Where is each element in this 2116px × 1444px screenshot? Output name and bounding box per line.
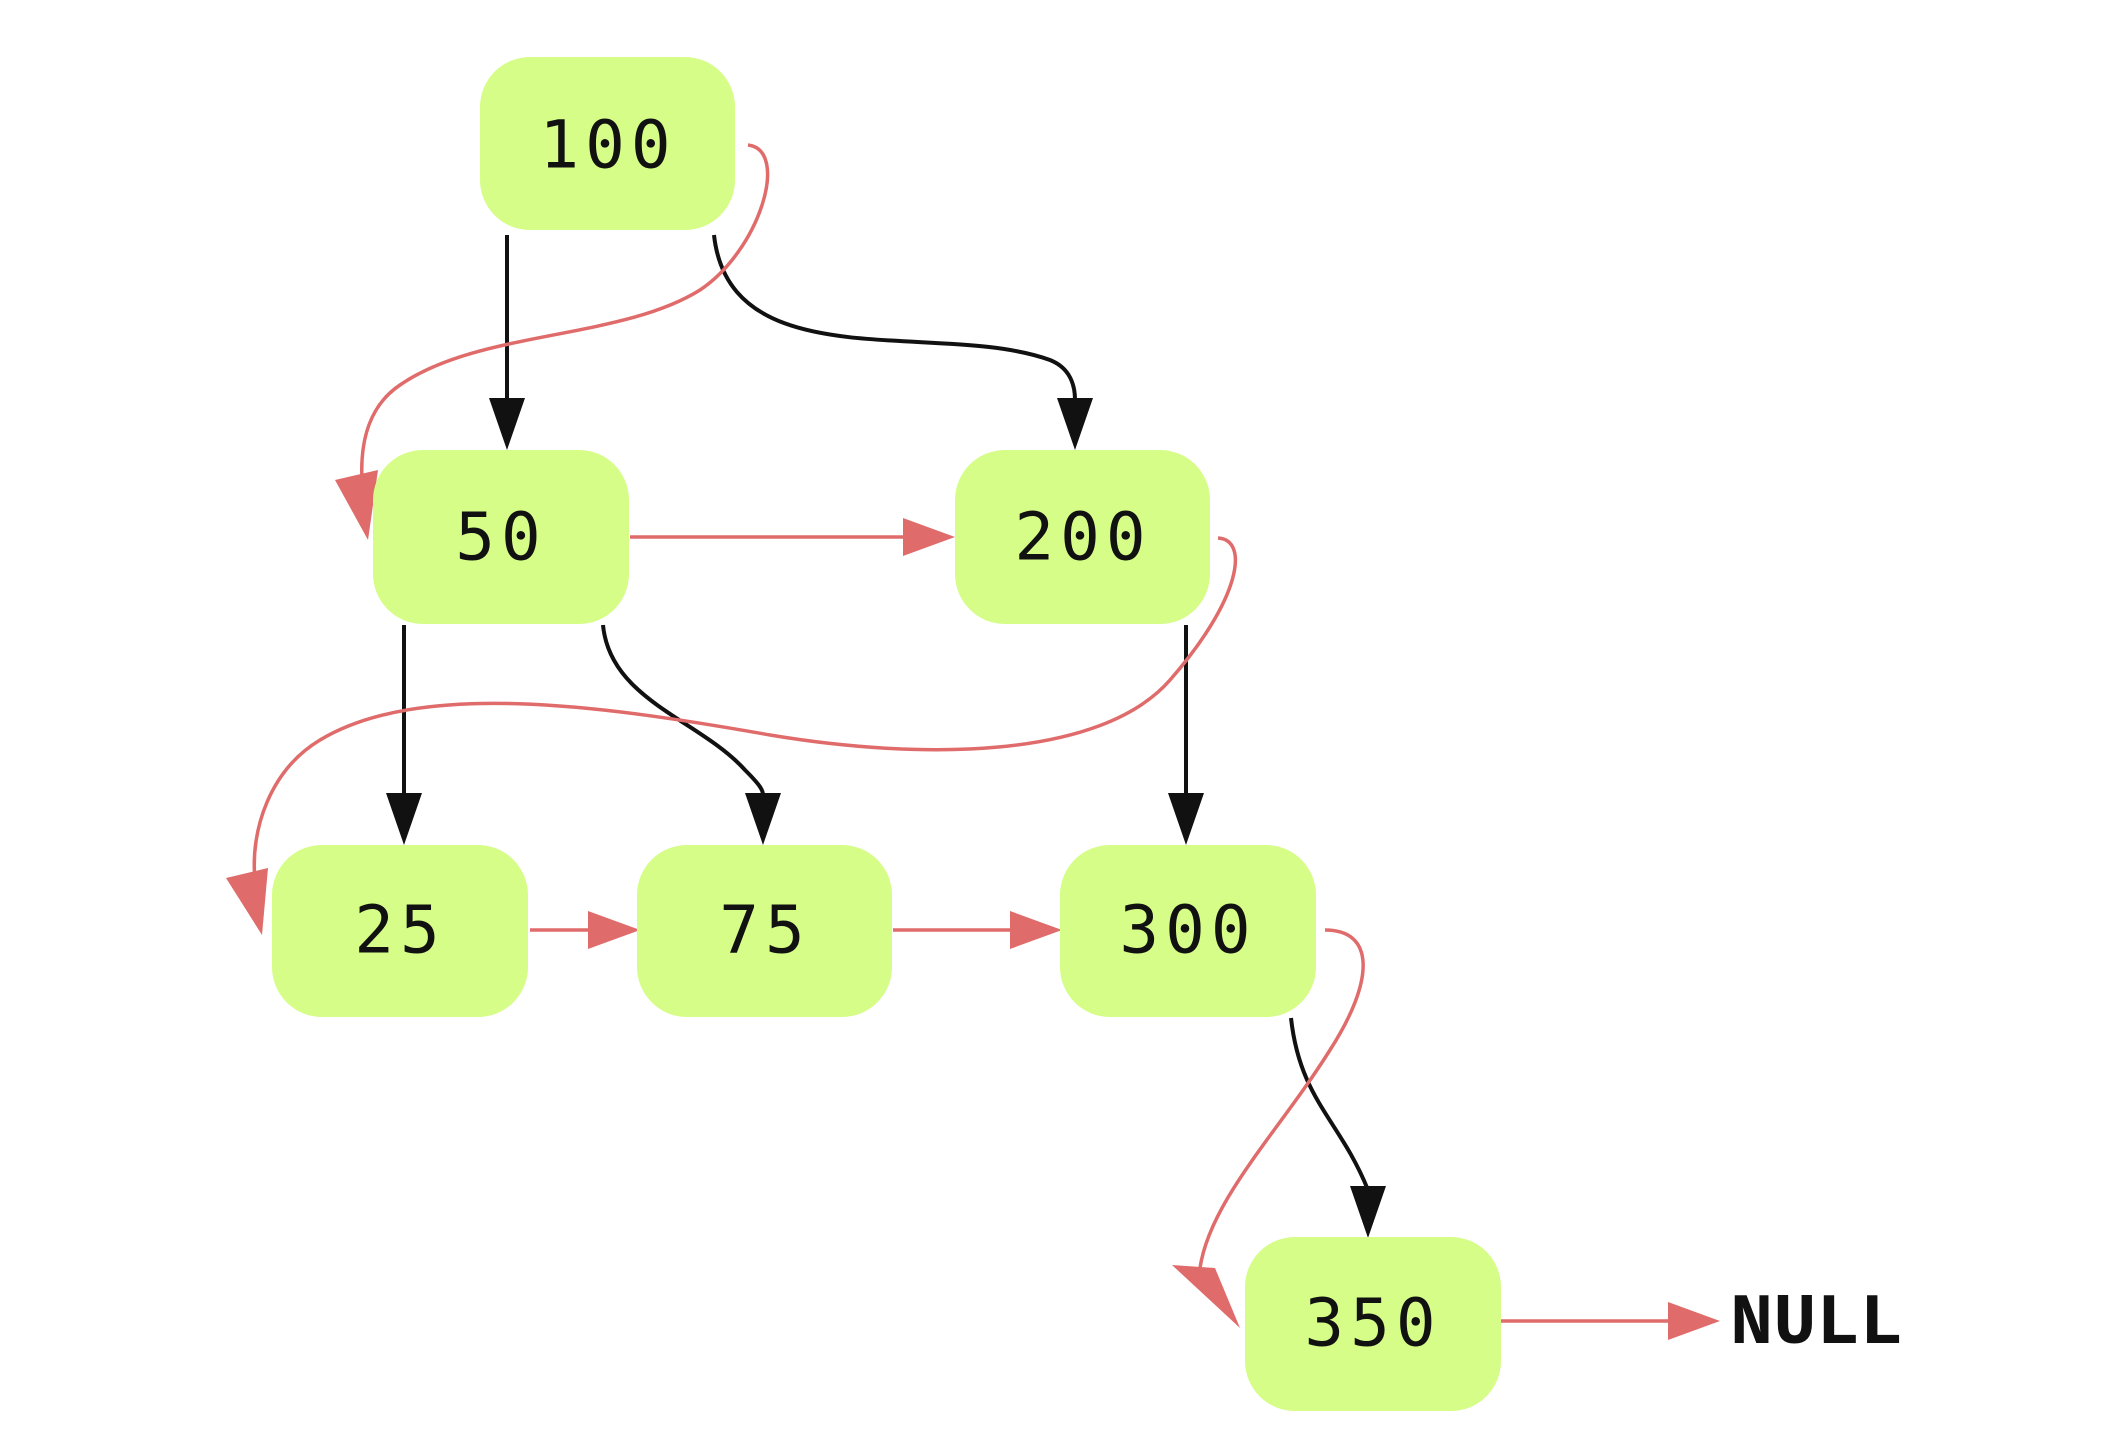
child-edge-300-350 (1289, 1017, 1370, 1191)
arrowhead-100-200 (1057, 398, 1093, 450)
next-arrowhead-350-null (1668, 1302, 1720, 1340)
node-label: 100 (539, 107, 676, 184)
arrowhead-300-350 (1350, 1186, 1386, 1238)
tree-node: 300 (1060, 845, 1316, 1017)
node-label: 25 (354, 892, 445, 969)
tree-node: 50 (373, 450, 629, 624)
arrowhead-50-75 (745, 793, 781, 845)
child-edge-50-75 (601, 624, 765, 796)
child-edges (386, 234, 1386, 1238)
node-box (1060, 845, 1316, 1017)
node-box (373, 450, 629, 624)
next-arrowhead-75-300 (1010, 911, 1062, 949)
next-edge-300-350 (1198, 928, 1365, 1269)
tree-node: 200 (955, 450, 1210, 624)
node-label: 50 (455, 499, 546, 576)
tree-node: 25 (272, 845, 528, 1017)
next-edges (226, 143, 1720, 1340)
arrowhead-100-50 (489, 398, 525, 450)
tree-node: 75 (637, 845, 892, 1017)
node-box (637, 845, 892, 1017)
child-edge-100-200 (712, 234, 1077, 401)
next-arrowhead-300-350 (1172, 1265, 1240, 1328)
next-arrowhead-100-50 (335, 470, 378, 540)
next-arrowhead-50-200 (903, 518, 955, 556)
tree-node: 350 (1245, 1237, 1501, 1411)
node-label: 300 (1119, 892, 1256, 969)
node-label: 350 (1304, 1285, 1441, 1362)
next-edge-100-50 (360, 143, 770, 481)
next-arrowhead-200-25 (226, 868, 268, 935)
arrowhead-50-25 (386, 793, 422, 845)
next-arrowhead-25-75 (588, 911, 640, 949)
next-edge-200-25 (252, 536, 1238, 881)
arrowhead-200-300 (1168, 793, 1204, 845)
node-label: 200 (1014, 499, 1151, 576)
node-box (955, 450, 1210, 624)
tree-node: 100 (480, 57, 735, 230)
null-label: NULL (1730, 1283, 1903, 1365)
node-label: 75 (719, 892, 810, 969)
nodes: 100 50 200 25 75 300 350 (272, 57, 1501, 1411)
node-box (1245, 1237, 1501, 1411)
node-box (480, 57, 735, 230)
node-box (272, 845, 528, 1017)
